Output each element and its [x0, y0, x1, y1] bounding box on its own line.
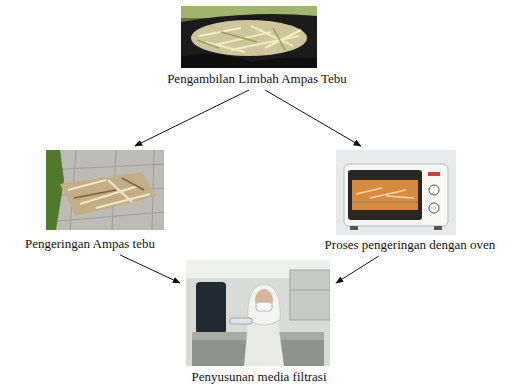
flow-arrow	[135, 90, 249, 146]
floor-tiles	[46, 150, 164, 230]
photo-ground	[186, 260, 330, 366]
photo-node: Pengambilan Limbah Ampas Tebu	[163, 4, 351, 88]
photo-detail	[96, 194, 150, 208]
lab-photo	[186, 260, 330, 366]
bagasse-spread	[60, 172, 156, 216]
oven-knob	[429, 185, 439, 195]
photo-detail	[46, 164, 164, 170]
flow-arrow	[120, 255, 180, 283]
oven-body	[344, 164, 448, 226]
photo-ground	[181, 6, 317, 68]
photo-node: Penyusunan media filtrasi	[182, 258, 334, 386]
photo-detail	[251, 26, 293, 46]
photo-caption: Pengambilan Limbah Ampas Tebu	[167, 71, 347, 86]
photo-ground	[336, 150, 456, 235]
oven-rack	[352, 202, 418, 203]
bagasse-in-oven	[356, 188, 414, 198]
lab-shelf	[290, 270, 330, 320]
filter-media	[230, 318, 252, 324]
bagasse-green-strips	[197, 28, 285, 50]
bagasse-strips	[68, 180, 150, 208]
photo-detail	[199, 28, 241, 36]
photo-detail	[273, 28, 285, 50]
bag-fold	[181, 54, 317, 68]
photo-detail	[197, 40, 219, 48]
photo-detail	[68, 180, 106, 190]
photo-node: Proses pengeringan dengan oven	[321, 148, 500, 254]
photo-detail	[221, 32, 257, 42]
black-barrel	[196, 282, 226, 334]
photo-node: Pengeringan Ampas tebu	[21, 148, 168, 253]
hijab	[248, 284, 280, 325]
oven-foot	[434, 226, 442, 230]
photo-ground	[46, 150, 164, 230]
face	[255, 289, 273, 311]
bagasse-dark-strips	[74, 178, 144, 198]
plant	[46, 150, 64, 230]
bagasse-pile	[191, 20, 307, 56]
oven-knob	[429, 203, 439, 213]
photo-detail	[74, 190, 116, 198]
oven-label	[428, 172, 440, 176]
flow-arrow	[265, 90, 361, 146]
photo-detail	[205, 42, 245, 52]
photo-detail	[356, 188, 382, 194]
face-mask	[256, 302, 272, 311]
photo-caption: Proses pengeringan dengan oven	[325, 237, 496, 252]
oven-foot	[350, 226, 358, 230]
shelf-board	[290, 290, 330, 291]
photo-detail	[122, 178, 144, 190]
oven-window	[348, 170, 422, 220]
bagasse-bag-photo	[181, 6, 317, 68]
oven-photo	[336, 150, 456, 235]
flow-arrow	[336, 256, 379, 283]
bagasse-strips	[199, 26, 301, 52]
photo-caption: Pengeringan Ampas tebu	[25, 236, 155, 251]
oven-glow	[352, 180, 418, 210]
black-bag	[181, 14, 317, 68]
sun-drying-photo	[46, 150, 164, 230]
photo-caption: Penyusunan media filtrasi	[191, 369, 326, 384]
photo-detail	[46, 212, 164, 222]
photo-detail	[386, 196, 414, 198]
